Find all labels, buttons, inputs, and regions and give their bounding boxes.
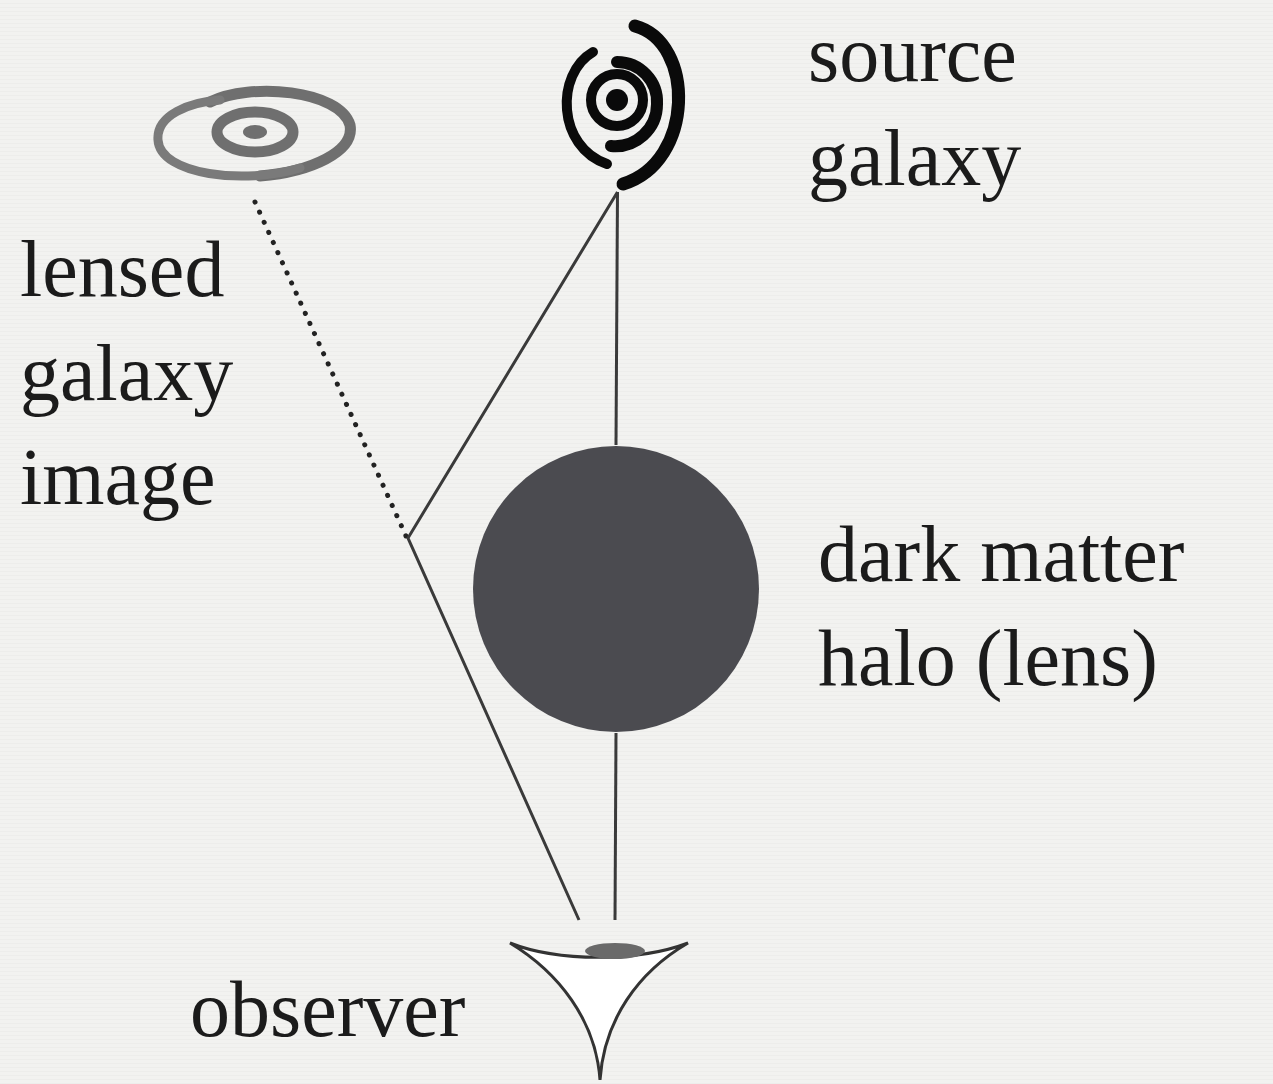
galaxy-spiral — [545, 12, 690, 192]
lensed-spiral — [150, 80, 360, 185]
light-ray — [616, 192, 618, 445]
light-ray — [615, 733, 616, 920]
diagram-node: lensed galaxy image — [150, 80, 360, 185]
node-label: observer — [190, 957, 465, 1061]
node-label: dark matter halo (lens) — [818, 502, 1228, 710]
diagram-node: source galaxy — [545, 12, 690, 192]
halo-circle — [472, 445, 760, 733]
dotted-sight-line — [255, 202, 406, 536]
node-label: source galaxy — [808, 2, 1068, 210]
eye-symbol — [508, 920, 690, 1082]
diagram-node: observer — [508, 920, 690, 1082]
diagram-node: dark matter halo (lens) — [472, 445, 760, 733]
node-label: lensed galaxy image — [20, 217, 280, 529]
